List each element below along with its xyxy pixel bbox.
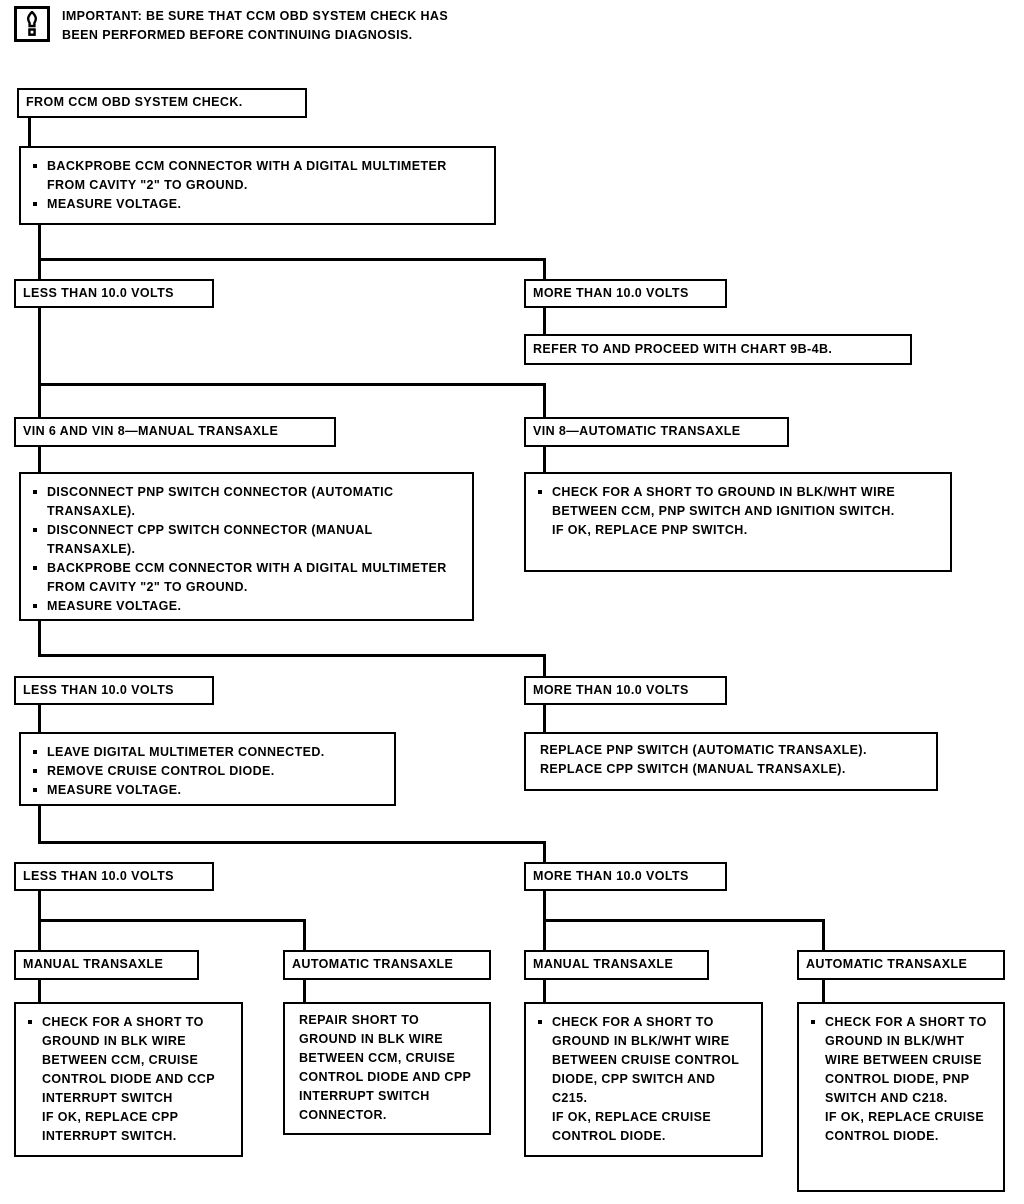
- list-item-followup: IF OK, REPLACE CRUISE CONTROL DIODE.: [825, 1110, 985, 1143]
- node-replace-switches[interactable]: REPLACE PNP SWITCH (AUTOMATIC TRANSAXLE)…: [524, 732, 938, 791]
- list-item: BACKPROBE CCM CONNECTOR WITH A DIGITAL M…: [31, 559, 462, 597]
- connector-step3-down: [38, 806, 41, 844]
- connector-step2-down: [38, 621, 41, 657]
- connector-vin-auto-down: [543, 383, 546, 417]
- node-vin-manual[interactable]: VIN 6 AND VIN 8—MANUAL TRANSAXLE: [14, 417, 336, 447]
- node-leaf1-header-label: MANUAL TRANSAXLE: [23, 957, 164, 972]
- connector-less3-down: [38, 890, 41, 922]
- node-branch3-less[interactable]: LESS THAN 10.0 VOLTS: [14, 862, 214, 891]
- connector-split2-right-down: [543, 654, 546, 676]
- list-item: MEASURE VOLTAGE.: [31, 597, 462, 616]
- list-item: MEASURE VOLTAGE.: [31, 195, 484, 214]
- text-line: REPLACE CPP SWITCH (MANUAL TRANSAXLE).: [540, 762, 846, 776]
- node-vin-auto-label: VIN 8—AUTOMATIC TRANSAXLE: [533, 424, 741, 439]
- connector-more3-leaf4-down: [822, 919, 825, 950]
- connector-less3-bus: [38, 919, 306, 922]
- connector-more3-down: [543, 890, 546, 922]
- node-step3[interactable]: LEAVE DIGITAL MULTIMETER CONNECTED. REMO…: [19, 732, 396, 806]
- node-leaf2-header-label: AUTOMATIC TRANSAXLE: [292, 957, 454, 972]
- connector-less1-to-vin-manual: [38, 307, 41, 417]
- list-item: CHECK FOR A SHORT TO GROUND IN BLK/WHT W…: [809, 1013, 993, 1108]
- node-branch3-more-label: MORE THAN 10.0 VOLTS: [533, 868, 689, 883]
- list-item-followup: IF OK, REPLACE CPP INTERRUPT SWITCH.: [42, 1110, 179, 1143]
- list-item-followup: IF OK, REPLACE CRUISE CONTROL DIODE.: [552, 1110, 712, 1143]
- connector-step1-down: [38, 224, 41, 260]
- connector-vinauto-to-action: [543, 447, 546, 472]
- node-vin-auto[interactable]: VIN 8—AUTOMATIC TRANSAXLE: [524, 417, 789, 447]
- important-note: IMPORTANT: BE SURE THAT CCM OBD SYSTEM C…: [14, 6, 448, 46]
- exclamation-in-box-icon: [14, 6, 50, 42]
- node-vin-manual-label: VIN 6 AND VIN 8—MANUAL TRANSAXLE: [23, 424, 279, 439]
- connector-less3-leaf2-down: [303, 919, 306, 950]
- text-line: REPLACE PNP SWITCH (AUTOMATIC TRANSAXLE)…: [540, 743, 867, 757]
- node-refer-chart[interactable]: REFER TO AND PROCEED WITH CHART 9B-4B.: [524, 334, 912, 365]
- node-leaf2-header[interactable]: AUTOMATIC TRANSAXLE: [283, 950, 491, 980]
- node-branch1-less-label: LESS THAN 10.0 VOLTS: [23, 285, 174, 300]
- list-item: LEAVE DIGITAL MULTIMETER CONNECTED.: [31, 743, 384, 762]
- connector-start-to-step1: [28, 118, 31, 146]
- list-item: REMOVE CRUISE CONTROL DIODE.: [31, 762, 384, 781]
- connector-less3-leaf1-down: [38, 919, 41, 950]
- node-branch2-less-label: LESS THAN 10.0 VOLTS: [23, 682, 174, 697]
- connector-split2-bus: [38, 654, 546, 657]
- connector-split1-bus: [38, 258, 546, 261]
- connector-less2-to-step3: [38, 705, 41, 732]
- connector-more3-leaf3-down: [543, 919, 546, 950]
- node-leaf4-header-label: AUTOMATIC TRANSAXLE: [806, 957, 968, 972]
- node-start[interactable]: FROM CCM OBD SYSTEM CHECK.: [17, 88, 307, 118]
- node-leaf3-body[interactable]: CHECK FOR A SHORT TO GROUND IN BLK/WHT W…: [524, 1002, 763, 1157]
- node-branch3-less-label: LESS THAN 10.0 VOLTS: [23, 868, 174, 883]
- list-item: DISCONNECT CPP SWITCH CONNECTOR (MANUAL …: [31, 521, 462, 559]
- node-branch1-less[interactable]: LESS THAN 10.0 VOLTS: [14, 279, 214, 308]
- text-line: REPAIR SHORT TO GROUND IN BLK WIRE BETWE…: [299, 1013, 472, 1122]
- connector-split1-right-down: [543, 258, 546, 280]
- connector-more3-bus: [543, 919, 825, 922]
- list-item: MEASURE VOLTAGE.: [31, 781, 384, 800]
- node-branch2-less[interactable]: LESS THAN 10.0 VOLTS: [14, 676, 214, 705]
- list-item: CHECK FOR A SHORT TO GROUND IN BLK/WHT W…: [536, 1013, 751, 1108]
- list-item: BACKPROBE CCM CONNECTOR WITH A DIGITAL M…: [31, 157, 484, 195]
- important-note-text: IMPORTANT: BE SURE THAT CCM OBD SYSTEM C…: [62, 9, 449, 43]
- node-branch1-more-label: MORE THAN 10.0 VOLTS: [533, 285, 689, 300]
- node-leaf4-header[interactable]: AUTOMATIC TRANSAXLE: [797, 950, 1005, 980]
- node-start-label: FROM CCM OBD SYSTEM CHECK.: [26, 95, 243, 110]
- node-branch1-more[interactable]: MORE THAN 10.0 VOLTS: [524, 279, 727, 308]
- connector-leaf2-header-to-body: [303, 980, 306, 1002]
- connector-split1-left-down: [38, 258, 41, 280]
- connector-vin-split-bus: [38, 383, 543, 386]
- node-leaf3-header-label: MANUAL TRANSAXLE: [533, 957, 674, 972]
- list-item: CHECK FOR A SHORT TO GROUND IN BLK WIRE …: [26, 1013, 231, 1108]
- node-branch2-more[interactable]: MORE THAN 10.0 VOLTS: [524, 676, 727, 705]
- list-item-followup: IF OK, REPLACE PNP SWITCH.: [552, 523, 748, 537]
- list-item: CHECK FOR A SHORT TO GROUND IN BLK/WHT W…: [536, 483, 940, 521]
- connector-leaf4-header-to-body: [822, 980, 825, 1002]
- node-leaf3-header[interactable]: MANUAL TRANSAXLE: [524, 950, 709, 980]
- node-step1[interactable]: BACKPROBE CCM CONNECTOR WITH A DIGITAL M…: [19, 146, 496, 225]
- node-step2[interactable]: DISCONNECT PNP SWITCH CONNECTOR (AUTOMAT…: [19, 472, 474, 621]
- connector-leaf3-header-to-body: [543, 980, 546, 1002]
- connector-more2-to-replace: [543, 705, 546, 732]
- connector-leaf1-header-to-body: [38, 980, 41, 1002]
- connector-split3-bus: [38, 841, 546, 844]
- connector-more1-to-refer: [543, 307, 546, 334]
- node-leaf4-body[interactable]: CHECK FOR A SHORT TO GROUND IN BLK/WHT W…: [797, 1002, 1005, 1192]
- node-branch2-more-label: MORE THAN 10.0 VOLTS: [533, 682, 689, 697]
- node-leaf1-body[interactable]: CHECK FOR A SHORT TO GROUND IN BLK WIRE …: [14, 1002, 243, 1157]
- node-branch3-more[interactable]: MORE THAN 10.0 VOLTS: [524, 862, 727, 891]
- connector-vinmanual-to-step2: [38, 447, 41, 472]
- list-item: DISCONNECT PNP SWITCH CONNECTOR (AUTOMAT…: [31, 483, 462, 521]
- node-refer-chart-label: REFER TO AND PROCEED WITH CHART 9B-4B.: [533, 341, 833, 356]
- connector-split3-right-down: [543, 841, 546, 863]
- node-leaf2-body[interactable]: REPAIR SHORT TO GROUND IN BLK WIRE BETWE…: [283, 1002, 491, 1135]
- node-leaf1-header[interactable]: MANUAL TRANSAXLE: [14, 950, 199, 980]
- node-auto-action[interactable]: CHECK FOR A SHORT TO GROUND IN BLK/WHT W…: [524, 472, 952, 572]
